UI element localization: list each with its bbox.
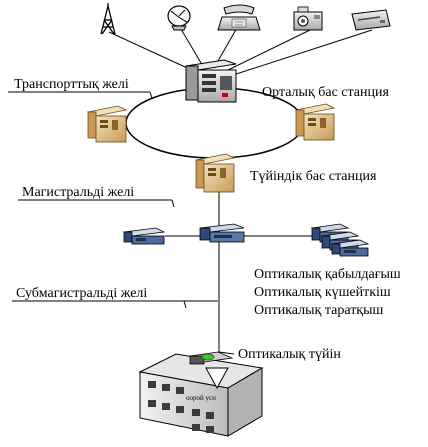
left-optical-device-icon [122, 227, 166, 245]
central-station-label: Орталық бас станция [262, 85, 389, 100]
label-leaders [8, 91, 218, 309]
building-icon [138, 351, 264, 437]
node-station-server-icon [194, 153, 236, 193]
trunk-network-label: Магистральді желі [22, 185, 134, 200]
transport-network-label: Транспорттық желі [14, 77, 129, 92]
vcr-player-icon [351, 9, 391, 31]
node-station-label: Түйіндік бас станция [250, 169, 377, 184]
video-camera-icon [293, 6, 323, 31]
satellite-dish-icon [167, 5, 191, 31]
optical-amplifier-label: Оптикалық күшейткіш [254, 285, 391, 300]
top-connection-lines [108, 23, 373, 77]
trunk-device-icon [199, 223, 245, 243]
optical-devices-stack-icon [310, 223, 370, 257]
optical-transmitter-label: Оптикалық таратқыш [254, 303, 384, 318]
right-ring-server-icon [294, 103, 336, 141]
optical-receiver-label: Оптикалық қабылдағыш [254, 267, 401, 282]
antenna-tower-icon [100, 3, 116, 35]
building-sign-text: оорой усн [186, 394, 216, 402]
telephone-icon [217, 4, 261, 31]
optical-node-label: Оптикалық түйін [238, 347, 341, 362]
left-ring-server-icon [86, 105, 128, 143]
central-station-server-icon [185, 59, 237, 103]
subtrunk-network-label: Субмагистральді желі [16, 286, 147, 301]
